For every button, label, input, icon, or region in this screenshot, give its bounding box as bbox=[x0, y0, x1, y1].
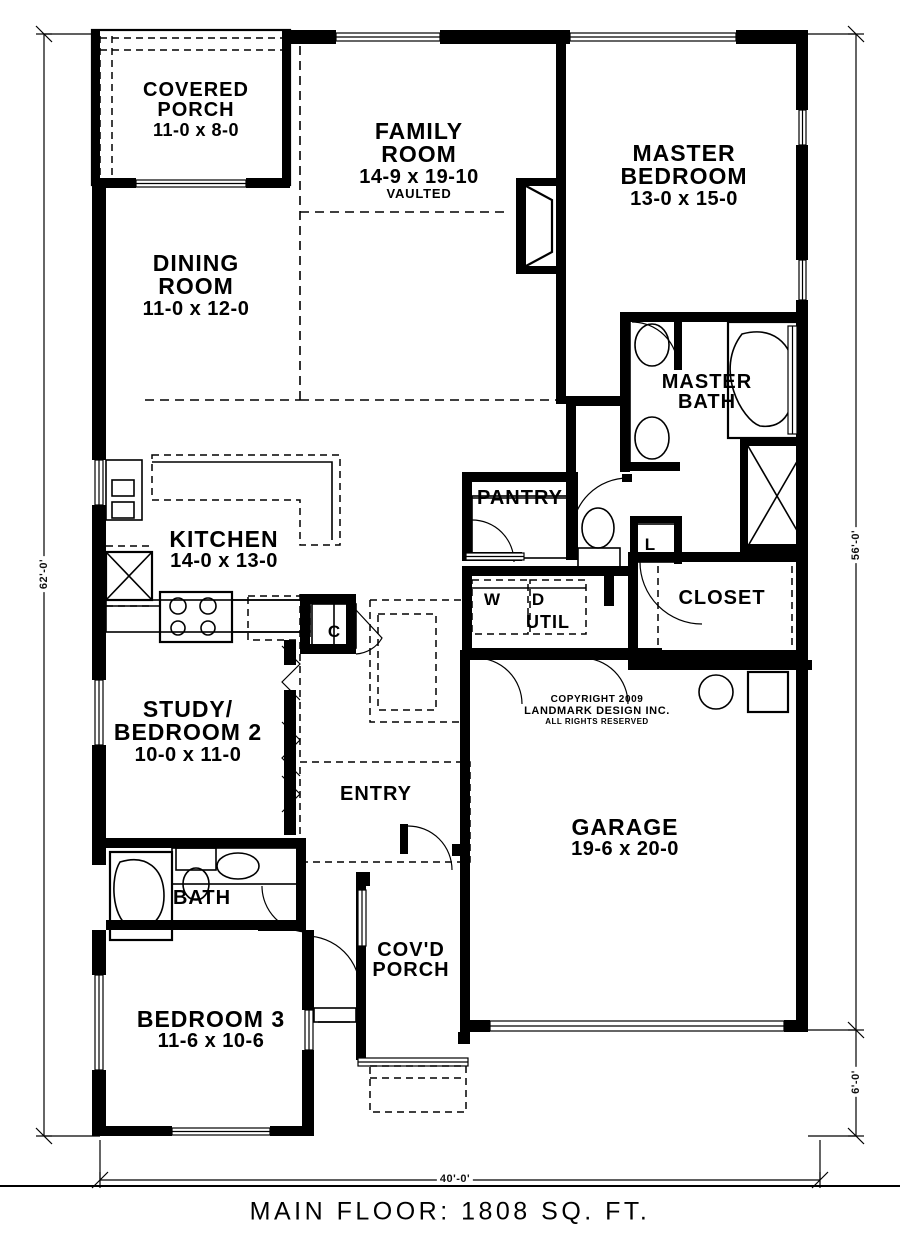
room-label-study-bedroom2: STUDY/ BEDROOM 2 10-0 x 11-0 bbox=[113, 696, 263, 766]
room-label-entry: ENTRY bbox=[339, 783, 413, 805]
room-label-pantry: PANTRY bbox=[477, 487, 563, 509]
room-label-bath: BATH bbox=[172, 887, 232, 909]
master-suite-walls bbox=[566, 312, 812, 670]
pantry-utility-walls bbox=[462, 472, 682, 705]
floor-plan-title: MAIN FLOOR: 1808 SQ. FT. bbox=[249, 1197, 651, 1226]
dimension-bottom-overall: 40'-0' bbox=[436, 1173, 474, 1185]
room-label-master-bath: MASTER BATH bbox=[661, 371, 753, 414]
garage-walls bbox=[460, 650, 808, 1032]
room-label-closet: CLOSET bbox=[678, 587, 766, 609]
room-label-master-bedroom: MASTER BEDROOM 13-0 x 15-0 bbox=[620, 140, 748, 210]
dimension-right-upper: 56'-0' bbox=[850, 526, 862, 564]
room-label-util: UTIL bbox=[526, 612, 570, 632]
fireplace bbox=[516, 178, 560, 274]
room-label-covered-porch: COVERED PORCH 11-0 x 8-0 bbox=[143, 79, 249, 140]
room-label-covd-porch: COV'D PORCH bbox=[372, 939, 450, 982]
hall-bath-fixtures bbox=[106, 838, 361, 991]
dimension-lines bbox=[35, 25, 865, 1189]
dimension-right-lower: 6'-0' bbox=[850, 1067, 862, 1097]
appliance-label-washer: W bbox=[483, 590, 501, 609]
family-dining-walls bbox=[145, 44, 566, 404]
copyright-block: COPYRIGHT 2009 LANDMARK DESIGN INC. ALL … bbox=[524, 694, 670, 726]
appliance-label-linen: L bbox=[644, 535, 656, 554]
appliance-label-coat-closet: C bbox=[327, 622, 341, 641]
room-label-family-room: FAMILY ROOM 14-9 x 19-10 VAULTED bbox=[359, 118, 479, 202]
room-label-bedroom3: BEDROOM 3 11-6 x 10-6 bbox=[136, 1006, 286, 1053]
room-label-garage: GARAGE 19-6 x 20-0 bbox=[571, 814, 679, 861]
bedroom3-porch-walls bbox=[302, 862, 470, 1136]
title-divider bbox=[0, 1185, 900, 1187]
room-label-kitchen: KITCHEN 14-0 x 13-0 bbox=[169, 526, 279, 573]
appliance-label-dryer: D bbox=[531, 590, 545, 609]
room-label-dining-room: DINING ROOM 11-0 x 12-0 bbox=[142, 250, 250, 320]
dimension-left-overall: 62'-0' bbox=[38, 555, 50, 593]
exterior-walls bbox=[90, 28, 808, 1136]
